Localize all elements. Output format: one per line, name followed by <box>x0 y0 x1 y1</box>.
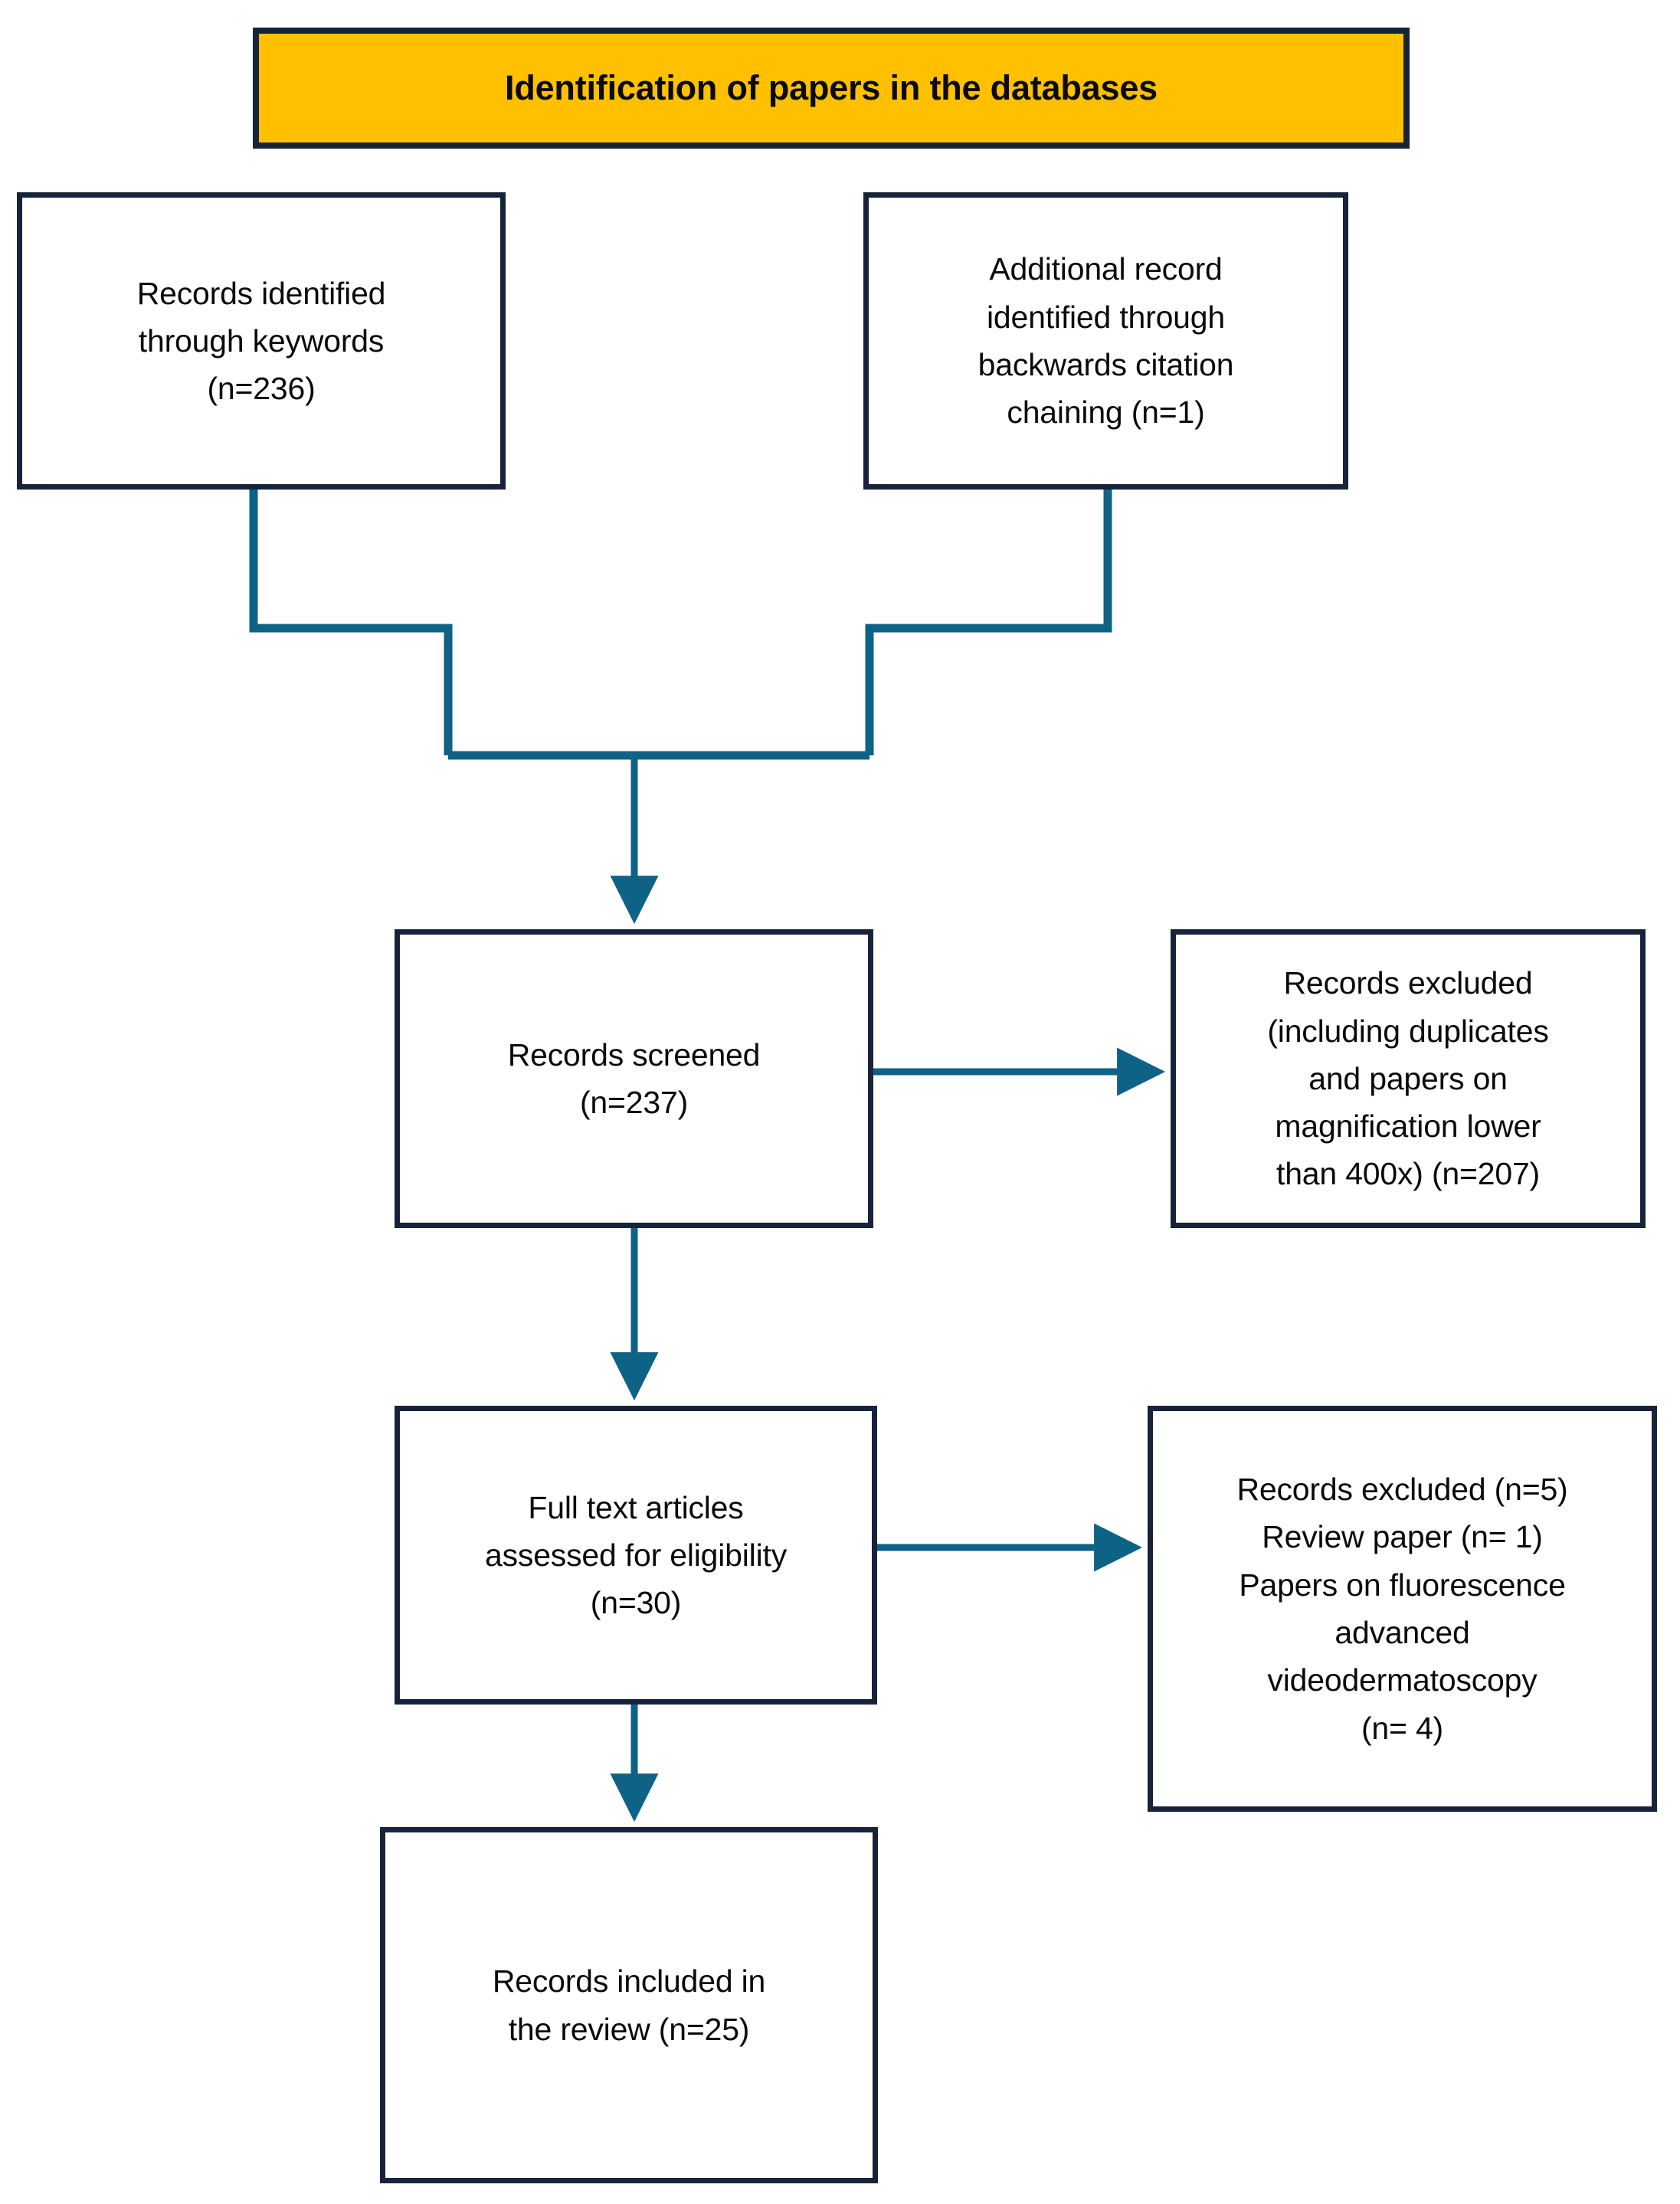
node-records-excluded-eligibility: Records excluded (n=5) Review paper (n= … <box>1148 1406 1657 1812</box>
node-full-text-articles: Full text articles assessed for eligibil… <box>395 1406 877 1705</box>
node-additional-record: Additional record identified through bac… <box>863 192 1348 490</box>
node-full-text-articles-label: Full text articles assessed for eligibil… <box>485 1489 787 1621</box>
node-records-excluded-screening: Records excluded (including duplicates a… <box>1171 929 1646 1228</box>
node-records-included-label: Records included in the review (n=25) <box>492 1963 766 2047</box>
connector-identified-to-merge <box>249 490 453 755</box>
connector-additional-to-merge <box>865 490 1112 755</box>
node-records-identified: Records identified through keywords (n=2… <box>17 192 506 490</box>
node-records-excluded-screening-label: Records excluded (including duplicates a… <box>1267 965 1549 1192</box>
banner-label: Identification of papers in the database… <box>505 68 1158 107</box>
node-additional-record-label: Additional record identified through bac… <box>978 251 1234 431</box>
node-records-excluded-eligibility-label: Records excluded (n=5) Review paper (n= … <box>1236 1472 1568 1746</box>
banner-identification: Identification of papers in the database… <box>253 28 1410 149</box>
node-records-screened: Records screened (n=237) <box>395 929 873 1228</box>
node-records-screened-label: Records screened (n=237) <box>507 1037 761 1120</box>
node-records-included: Records included in the review (n=25) <box>380 1827 878 2183</box>
node-records-identified-label: Records identified through keywords (n=2… <box>136 275 386 407</box>
